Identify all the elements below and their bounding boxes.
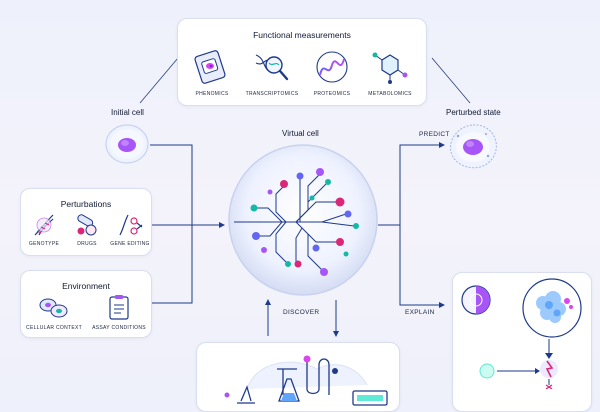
transcriptomics-label: TRANSCRIPTOMICS (245, 91, 299, 97)
lab-equipment-icon (224, 355, 388, 406)
pills-icon (77, 214, 97, 236)
pathway-icon (479, 339, 558, 389)
perturbed-state-label: Perturbed state (446, 108, 501, 117)
initial-cell-icon (105, 124, 149, 164)
perturbations-title: Perturbations (60, 199, 112, 209)
assay-conditions-label: ASSAY CONDITIONS (92, 325, 146, 331)
gene-editing-label: GENE EDITING (110, 241, 150, 247)
cell-zoom-icon (461, 285, 491, 315)
environment-title: Environment (62, 281, 110, 291)
phenomics-slide-icon (194, 50, 226, 84)
virtual-cell-sphere (228, 144, 378, 296)
functional-measurements-title: Functional measurements (253, 30, 351, 40)
explain-card (452, 272, 592, 412)
cellular-context-label: CELLULAR CONTEXT (26, 325, 82, 331)
discover-label: DISCOVER (283, 309, 320, 316)
explain-label: EXPLAIN (405, 309, 435, 316)
drugs-label: DRUGS (77, 241, 97, 247)
dna-magnifier-icon (255, 54, 289, 81)
connector-lines (139, 57, 471, 337)
cells-icon (39, 298, 68, 318)
scissors-dna-icon (119, 214, 143, 236)
perturbations-card: Perturbations GENOTYPE DRUGS GENE EDITIN… (20, 188, 152, 256)
metabolomics-label: METABOLOMICS (368, 91, 412, 97)
proteomics-label: PROTEOMICS (313, 91, 351, 97)
phenomics-label: PHENOMICS (195, 91, 229, 97)
molecule-hexagon-icon (372, 52, 408, 84)
environment-card: Environment CELLULAR CONTEXT ASSAY CONDI… (20, 270, 152, 338)
clipboard-icon (109, 295, 129, 320)
initial-cell-label: Initial cell (111, 108, 144, 117)
protein-helix-icon (316, 51, 348, 83)
predict-label: PREDICT (419, 131, 450, 138)
protein-structure-icon (522, 278, 582, 338)
dna-strand-icon (34, 214, 54, 236)
discover-card (196, 342, 400, 412)
perturbed-cell-icon (449, 124, 497, 169)
functional-measurements-card: Functional measurements PHENOMICS TRANSC… (177, 18, 427, 106)
virtual-cell-label: Virtual cell (282, 129, 319, 138)
genotype-label: GENOTYPE (28, 241, 60, 247)
